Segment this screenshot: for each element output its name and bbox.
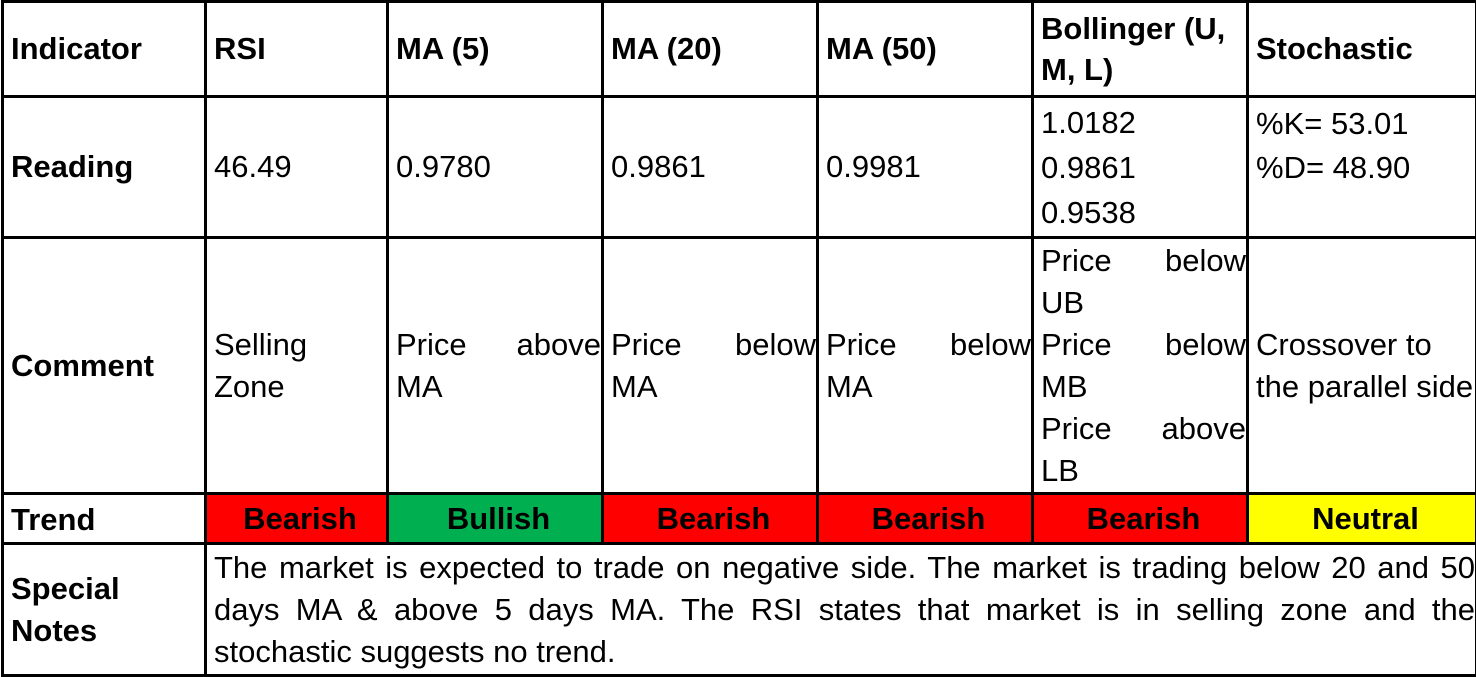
reading-stochastic: %K= 53.01 %D= 48.90	[1246, 95, 1476, 239]
reading-ma5: 0.9780	[386, 95, 604, 239]
comment-ma50: Price below MA	[816, 236, 1034, 495]
header-ma50: MA (50)	[816, 0, 1034, 98]
bollinger-comment-middle: Price below MB	[1041, 326, 1246, 404]
special-notes-label: Special Notes	[1, 542, 207, 677]
bollinger-middle-value: 0.9861	[1041, 149, 1136, 185]
header-indicator: Indicator	[1, 0, 207, 98]
bollinger-comment-upper: Price below UB	[1041, 242, 1246, 320]
comment-bollinger: Price below UB Price below MB Price abov…	[1031, 236, 1249, 495]
comment-label: Comment	[1, 236, 207, 495]
trend-stochastic: Neutral	[1246, 492, 1476, 545]
header-ma20: MA (20)	[601, 0, 819, 98]
trend-bollinger: Bearish	[1031, 492, 1249, 545]
trend-ma5: Bullish	[386, 492, 604, 545]
header-ma5: MA (5)	[386, 0, 604, 98]
reading-rsi: 46.49	[204, 95, 389, 239]
header-bollinger: Bollinger (U, M, L)	[1031, 0, 1249, 98]
trend-label: Trend	[1, 492, 207, 545]
comment-ma5: Price above MA	[386, 236, 604, 495]
special-notes-row: Special Notes The market is expected to …	[1, 542, 1476, 677]
trend-row: Trend Bearish Bullish Bearish Bearish Be…	[1, 492, 1476, 545]
stochastic-k-value: %K= 53.01	[1256, 106, 1409, 141]
reading-label: Reading	[1, 95, 207, 239]
comment-row: Comment Selling Zone Price above MA Pric…	[1, 236, 1476, 495]
reading-ma50: 0.9981	[816, 95, 1034, 239]
trend-ma20: Bearish	[601, 492, 819, 545]
bollinger-upper-value: 1.0182	[1041, 104, 1136, 140]
header-stochastic: Stochastic	[1246, 0, 1476, 98]
reading-ma20: 0.9861	[601, 95, 819, 239]
header-row: Indicator RSI MA (5) MA (20) MA (50) Bol…	[1, 0, 1476, 98]
trend-rsi: Bearish	[204, 492, 389, 545]
bollinger-comment-lower: Price above LB	[1041, 410, 1246, 488]
trend-ma50: Bearish	[816, 492, 1034, 545]
reading-row: Reading 46.49 0.9780 0.9861 0.9981 1.018…	[1, 95, 1476, 239]
comment-rsi: Selling Zone	[204, 236, 389, 495]
stochastic-d-value: %D= 48.90	[1256, 150, 1411, 185]
bollinger-lower-value: 0.9538	[1041, 194, 1136, 230]
comment-ma20: Price below MA	[601, 236, 819, 495]
reading-bollinger: 1.0182 0.9861 0.9538	[1031, 95, 1249, 239]
comment-stochastic: Crossover to the parallel side	[1246, 236, 1476, 495]
special-notes-text: The market is expected to trade on negat…	[204, 542, 1476, 677]
header-rsi: RSI	[204, 0, 389, 98]
